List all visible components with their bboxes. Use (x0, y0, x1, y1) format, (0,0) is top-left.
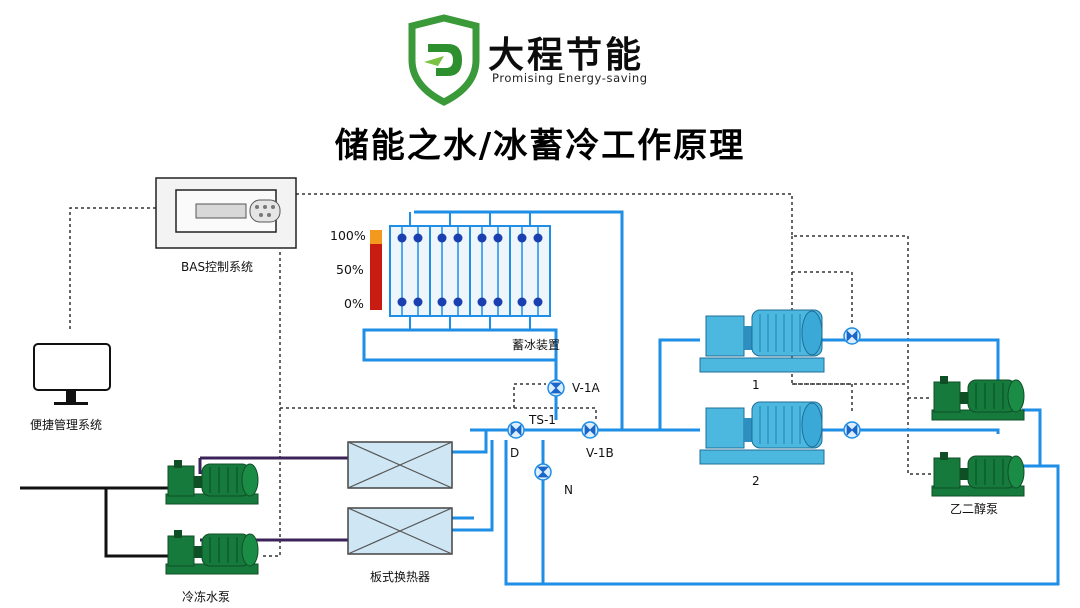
valve-n-label: N (564, 483, 573, 497)
valve-v1a-label: V-1A (572, 381, 600, 395)
valves (507, 327, 861, 481)
ice-tank (509, 212, 551, 330)
ice-level-bar (370, 230, 382, 310)
chiller-2-label: 2 (752, 474, 760, 488)
ice-storage-tanks (389, 212, 551, 330)
pump (165, 530, 259, 575)
chilled-water-pump-label: 冷冻水泵 (182, 590, 231, 604)
level-100-label: 100% (330, 228, 366, 243)
shield-leaf-logo-icon (408, 14, 480, 106)
valve-ts1-label: TS-1 (529, 413, 556, 427)
valve-icon (843, 327, 861, 345)
ice-tank (469, 212, 511, 330)
valve-d-label: D (510, 446, 520, 460)
plate-heat-exchanger-upper (347, 441, 453, 489)
brand-name: 大程节能 (488, 35, 645, 76)
control-lines (69, 193, 932, 557)
valve-v1b-label: V-1B (586, 446, 614, 460)
valve-icon (534, 463, 552, 481)
ice-tank (429, 212, 471, 330)
valve-icon (547, 379, 565, 397)
ice-tank (389, 212, 431, 330)
ice-storage-label: 蓄冰装置 (512, 338, 561, 352)
pump (931, 452, 1025, 497)
plate-heat-exchangers (347, 441, 453, 555)
chiller (699, 309, 825, 373)
level-50-label: 50% (336, 262, 364, 277)
monitor-label: 便捷管理系统 (30, 418, 103, 432)
level-0-label: 0% (344, 296, 364, 311)
glycol-pump-label: 乙二醇泵 (950, 502, 999, 516)
brand-slogan: Promising Energy-saving (492, 71, 648, 85)
bas-controller (155, 177, 297, 249)
bas-label: BAS控制系统 (181, 260, 254, 274)
valve-icon (581, 421, 599, 439)
chiller (699, 401, 825, 465)
chillers (699, 309, 825, 465)
plate-hx-label: 板式换热器 (370, 570, 431, 584)
page-title: 储能之水/冰蓄冷工作原理 (334, 126, 746, 166)
pump (165, 460, 259, 505)
valve-icon (843, 421, 861, 439)
valve-icon (507, 421, 525, 439)
pump (931, 376, 1025, 421)
header-pipe (20, 486, 168, 558)
pumps (165, 376, 1025, 575)
monitor-icon (33, 343, 111, 405)
chiller-1-label: 1 (752, 378, 760, 392)
plate-heat-exchanger-lower (347, 507, 453, 555)
